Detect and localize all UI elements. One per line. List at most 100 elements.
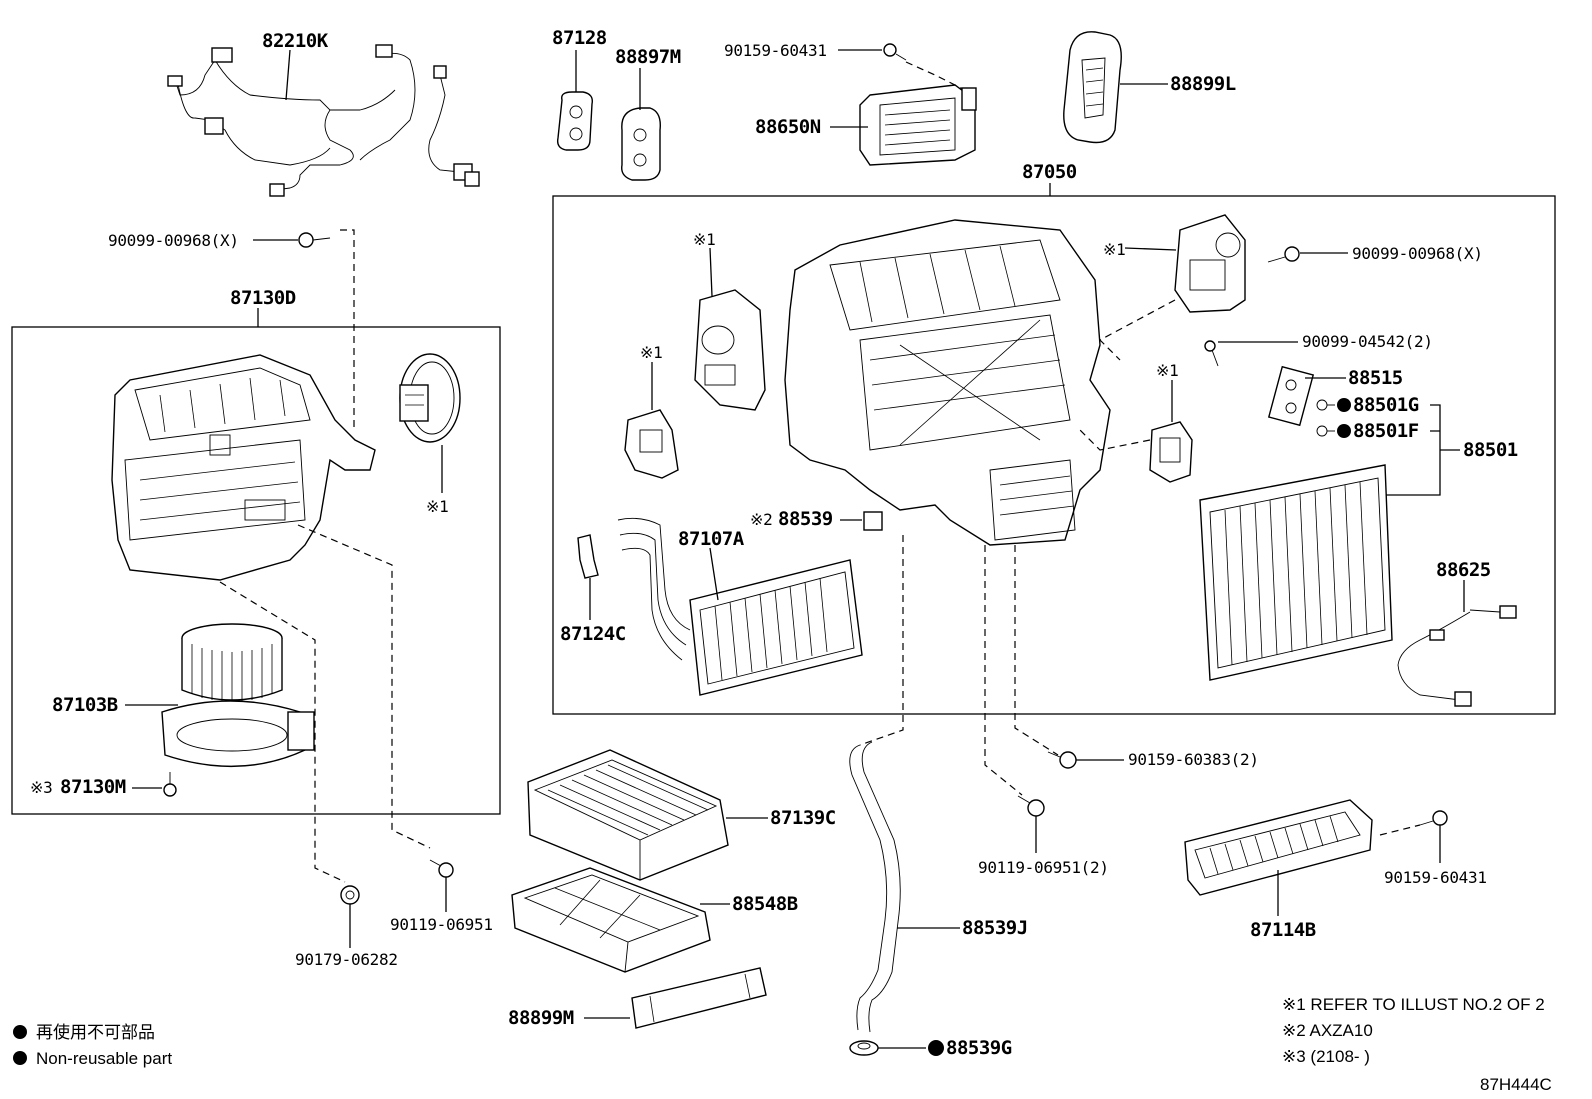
bracket-88501 [1385, 404, 1460, 496]
blower-motor-actuator-drawing [399, 353, 461, 443]
legend-text-jp: 再使用不可部品 [36, 1022, 155, 1042]
part-88501[interactable]: 88501 [1463, 439, 1518, 461]
part-90099-00968-right[interactable]: 90099-00968(X) [1352, 244, 1483, 263]
blower-unit-housing-drawing [111, 354, 376, 581]
leader-ref1-c [1124, 247, 1177, 251]
cover-88899M-drawing [631, 967, 767, 1029]
grommet-88539G-drawing [849, 1040, 879, 1056]
screw-90159-60431-top-drawing [883, 43, 907, 61]
part-88501F[interactable]: 88501F [1353, 420, 1419, 442]
dash-to-90119-right [984, 545, 1023, 796]
servo-actuator-mid-left-drawing [624, 409, 679, 479]
part-90159-60431-top[interactable]: 90159-60431 [724, 41, 827, 60]
part-90099-04542[interactable]: 90099-04542(2) [1302, 332, 1433, 351]
wire-harness-drawing [167, 44, 480, 197]
grommet-87128-drawing [556, 91, 593, 151]
part-88501G[interactable]: 88501G [1353, 394, 1419, 416]
legend-text-en: Non-reusable part [36, 1049, 172, 1068]
o-ring-88501F-drawing [1316, 424, 1351, 438]
dash-to-90159-60383 [1014, 545, 1059, 756]
dash-housing-to-90119 [297, 524, 431, 849]
heater-core-87107A-drawing [617, 517, 863, 696]
note-ref2: ※2 AXZA10 [1282, 1021, 1373, 1040]
legend-dot-en [13, 1051, 27, 1065]
dash-ref1-d [1079, 429, 1151, 451]
part-87107A[interactable]: 87107A [678, 528, 745, 550]
leader-ref1-a [709, 247, 713, 297]
screw-87130M-drawing [163, 772, 177, 797]
part-90119-06951-left[interactable]: 90119-06951 [390, 915, 493, 934]
screw-90099-04542-drawing [1204, 340, 1219, 367]
part-87103B[interactable]: 87103B [52, 694, 118, 716]
ref1-blower-mark: ※1 [426, 497, 448, 516]
evaporator-88501-drawing [1199, 464, 1393, 681]
part-90159-60383[interactable]: 90159-60383(2) [1128, 750, 1259, 769]
assembly-box-87130D [11, 326, 501, 815]
part-90159-60431-right[interactable]: 90159-60431 [1384, 868, 1487, 887]
ref3-mark: ※3 [30, 778, 52, 797]
nut-90179-06282-drawing [340, 885, 360, 905]
expansion-valve-88515-drawing [1267, 365, 1315, 427]
dash-to-drain-hose [859, 535, 904, 746]
ref2-mark: ※2 [750, 510, 772, 529]
part-88515[interactable]: 88515 [1348, 367, 1403, 389]
part-82210K[interactable]: 82210K [262, 30, 329, 52]
part-88897M[interactable]: 88897M [615, 46, 681, 68]
part-87128[interactable]: 87128 [552, 27, 607, 49]
ref1-d-mark: ※1 [1156, 361, 1178, 380]
o-ring-88501G-drawing [1316, 398, 1351, 412]
screw-90159-60431-right-drawing [1419, 810, 1448, 826]
part-88625[interactable]: 88625 [1436, 559, 1491, 581]
part-87114B[interactable]: 87114B [1250, 919, 1316, 941]
leader-82210K [285, 49, 291, 101]
servo-actuator-mid-right-drawing [1149, 421, 1193, 483]
ref1-c-mark: ※1 [1103, 240, 1125, 259]
legend-dot-jp [13, 1025, 27, 1039]
part-90099-00968-left[interactable]: 90099-00968(X) [108, 231, 239, 250]
screw-90119-06951-left-drawing [429, 859, 454, 878]
leader-87107A [709, 547, 719, 601]
clamp-87124C-drawing [577, 534, 599, 579]
bolt-90099-00968-left-drawing [298, 232, 331, 248]
part-88548B[interactable]: 88548B [732, 893, 798, 915]
part-87130D[interactable]: 87130D [230, 287, 296, 309]
dash-90099-left [340, 229, 355, 430]
heater-unit-housing-drawing [784, 219, 1111, 546]
part-88650N[interactable]: 88650N [755, 116, 821, 138]
part-87130M[interactable]: 87130M [60, 776, 126, 798]
servo-actuator-top-left-drawing [694, 289, 766, 411]
ref1-a-mark: ※1 [693, 230, 715, 249]
cover-88899L-drawing [1063, 31, 1122, 144]
part-87139C[interactable]: 87139C [770, 807, 836, 829]
screw-90119-06951-right-drawing [1017, 795, 1045, 817]
note-ref3: ※3 (2108- ) [1282, 1047, 1370, 1066]
bolt-90099-00968-right-drawing [1267, 246, 1300, 263]
part-88899M[interactable]: 88899M [508, 1007, 574, 1029]
drain-hose-88539J-drawing [849, 741, 901, 1033]
filter-87139C-drawing [527, 749, 729, 881]
ecu-88650N-drawing [859, 84, 977, 166]
register-87114B-drawing [1184, 799, 1373, 896]
figure-code: 87H444C [1480, 1075, 1552, 1094]
assembly-box-87050 [552, 195, 1556, 715]
seal-88897M-drawing [621, 107, 661, 181]
part-87124C[interactable]: 87124C [560, 623, 626, 645]
part-88539G[interactable]: 88539G [946, 1037, 1012, 1059]
thermistor-88625-drawing [1397, 605, 1517, 707]
part-88539[interactable]: 88539 [778, 508, 833, 530]
non-reusable-dot-88539G [928, 1040, 944, 1056]
servo-actuator-top-right-drawing [1174, 214, 1246, 313]
drain-88539-drawing [863, 511, 883, 531]
part-88899L[interactable]: 88899L [1170, 73, 1236, 95]
note-ref1: ※1 REFER TO ILLUST NO.2 OF 2 [1282, 995, 1545, 1014]
screw-90159-60383-drawing [1047, 751, 1077, 769]
part-90179-06282[interactable]: 90179-06282 [295, 950, 398, 969]
ref1-b-mark: ※1 [640, 343, 662, 362]
part-87050[interactable]: 87050 [1022, 161, 1077, 183]
blower-motor-87103B-drawing [161, 623, 315, 768]
filter-case-88548B-drawing [511, 867, 711, 973]
dash-ref1-c [1099, 299, 1176, 361]
part-88539J[interactable]: 88539J [962, 917, 1028, 939]
part-90119-06951-right[interactable]: 90119-06951(2) [978, 858, 1109, 877]
